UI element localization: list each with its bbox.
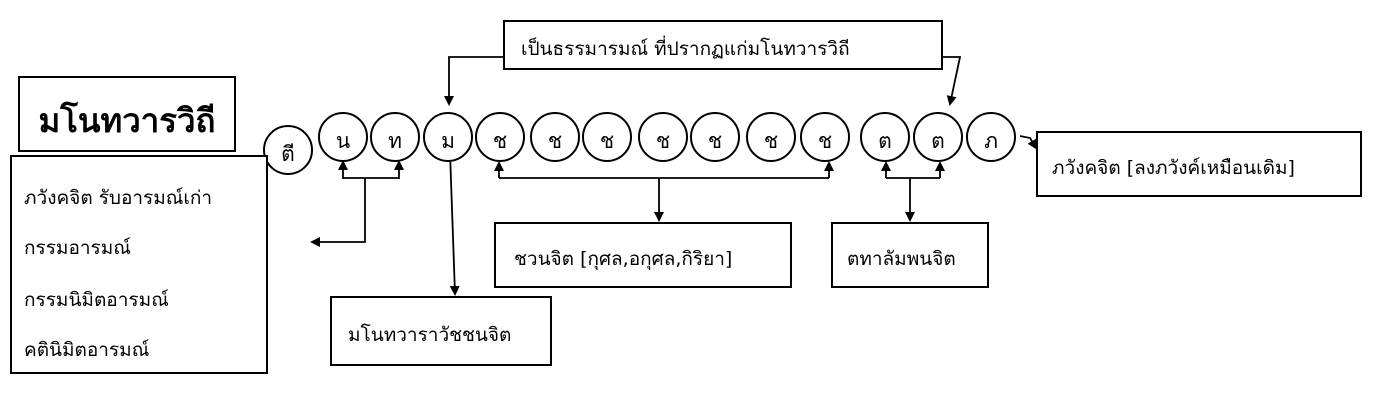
- circle-tha: ท: [370, 112, 420, 162]
- after-box: ภวังคจิต [ลงภวังค์เหมือนเดิม]: [1036, 131, 1362, 197]
- circle-cha-1: ช: [475, 112, 525, 162]
- circle-cha-7: ช: [800, 112, 850, 162]
- after-label: ภวังคจิต [ลงภวังค์เหมือนเดิม]: [1052, 157, 1295, 179]
- top-label-text: เป็นธรรมารมณ์ ที่ปรากฏแก่มโนทวารวิถี: [521, 38, 850, 60]
- left-box: ภวังคจิต รับอารมณ์เก่า กรรมอารมณ์ กรรมนิ…: [10, 155, 268, 374]
- left-line-2: กรรมอารมณ์: [24, 237, 131, 259]
- arrow-m-to-mano: [449, 151, 460, 296]
- arrow-top-to-t: [943, 56, 962, 106]
- circle-ma: ม: [423, 112, 473, 162]
- circle-na: น: [318, 112, 368, 162]
- top-label-box: เป็นธรรมารมณ์ ที่ปรากฏแก่มโนทวารวิถี: [503, 20, 943, 70]
- tadalambana-label: ตทาลัมพนจิต: [847, 248, 956, 270]
- circle-cha-6: ช: [746, 112, 796, 162]
- circle-ta-2: ต: [913, 112, 963, 162]
- circle-pha: ภ: [966, 112, 1016, 162]
- left-line-4: คตินิมิตอารมณ์: [24, 339, 150, 361]
- circle-cha-4: ช: [638, 112, 688, 162]
- circle-cha-2: ช: [530, 112, 580, 162]
- javana-label: ชวนจิต [กุศล,อกุศล,กิริยา]: [514, 248, 733, 270]
- arrow-to-left-box: [310, 178, 366, 247]
- javana-box: ชวนจิต [กุศล,อกุศล,กิริยา]: [494, 222, 792, 288]
- left-line-1: ภวังคจิต รับอารมณ์เก่า: [24, 187, 213, 209]
- left-line-3: กรรมนิมิตอารมณ์: [24, 289, 169, 311]
- circle-cha-5: ช: [690, 112, 740, 162]
- arrow-top-to-m: [444, 56, 503, 106]
- tadalambana-box: ตทาลัมพนจิต: [831, 222, 989, 288]
- manodvara-label: มโนทวาราวัชชนจิต: [348, 324, 512, 346]
- circle-ta-1: ต: [860, 112, 910, 162]
- manodvara-box: มโนทวาราวัชชนจิต: [330, 296, 552, 366]
- title-box: มโนทวารวิถี: [18, 76, 236, 152]
- arrow-bh-to-after: [1019, 135, 1038, 150]
- diagram-title: มโนทวารวิถี: [38, 101, 216, 140]
- circle-cha-3: ช: [582, 112, 632, 162]
- circle-ti: ตี: [263, 125, 313, 175]
